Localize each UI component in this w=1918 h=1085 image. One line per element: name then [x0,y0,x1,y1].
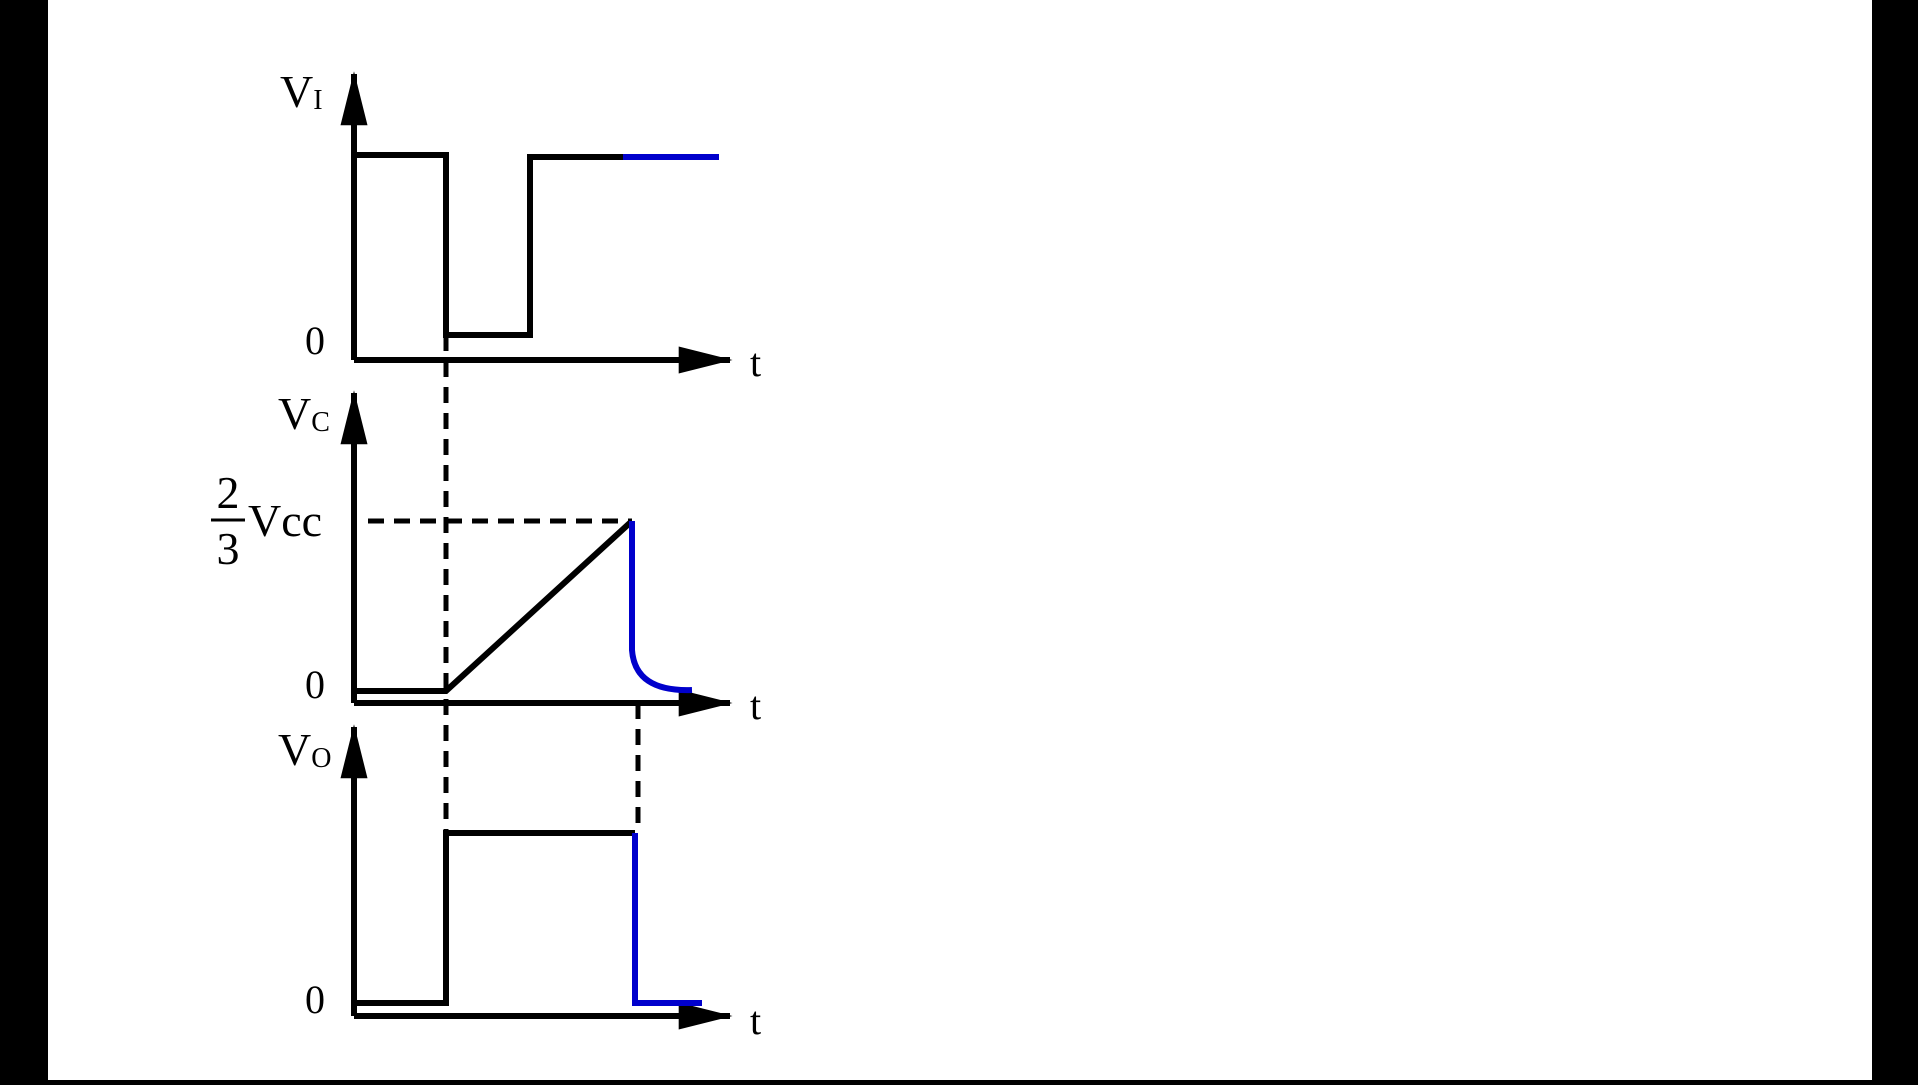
vi-waveform-panel: VI 0 t [280,66,761,385]
vo-zero-label: 0 [305,977,325,1022]
vc-trace [354,518,635,694]
vc-trace-highlight [629,521,693,694]
vo-trace [354,830,635,1006]
threshold-denominator: 3 [217,523,240,574]
vo-time-label: t [750,998,761,1043]
vi-trace [354,152,623,338]
vc-waveform-panel: VC 0 t 2 3 Vcc [211,388,761,728]
threshold-numerator: 2 [217,467,240,518]
vo-trace-highlight [632,833,702,1006]
vi-axis-label: VI [280,66,323,117]
vo-waveform-panel: VO 0 t [278,724,761,1043]
vi-time-label: t [750,340,761,385]
vc-zero-label: 0 [305,662,325,707]
vc-time-label: t [750,683,761,728]
vo-axis-label: VO [278,724,331,775]
vi-zero-label: 0 [305,318,325,363]
vc-axis-label: VC [278,388,330,439]
threshold-suffix: Vcc [248,495,322,546]
threshold-label: 2 3 Vcc [211,467,322,574]
